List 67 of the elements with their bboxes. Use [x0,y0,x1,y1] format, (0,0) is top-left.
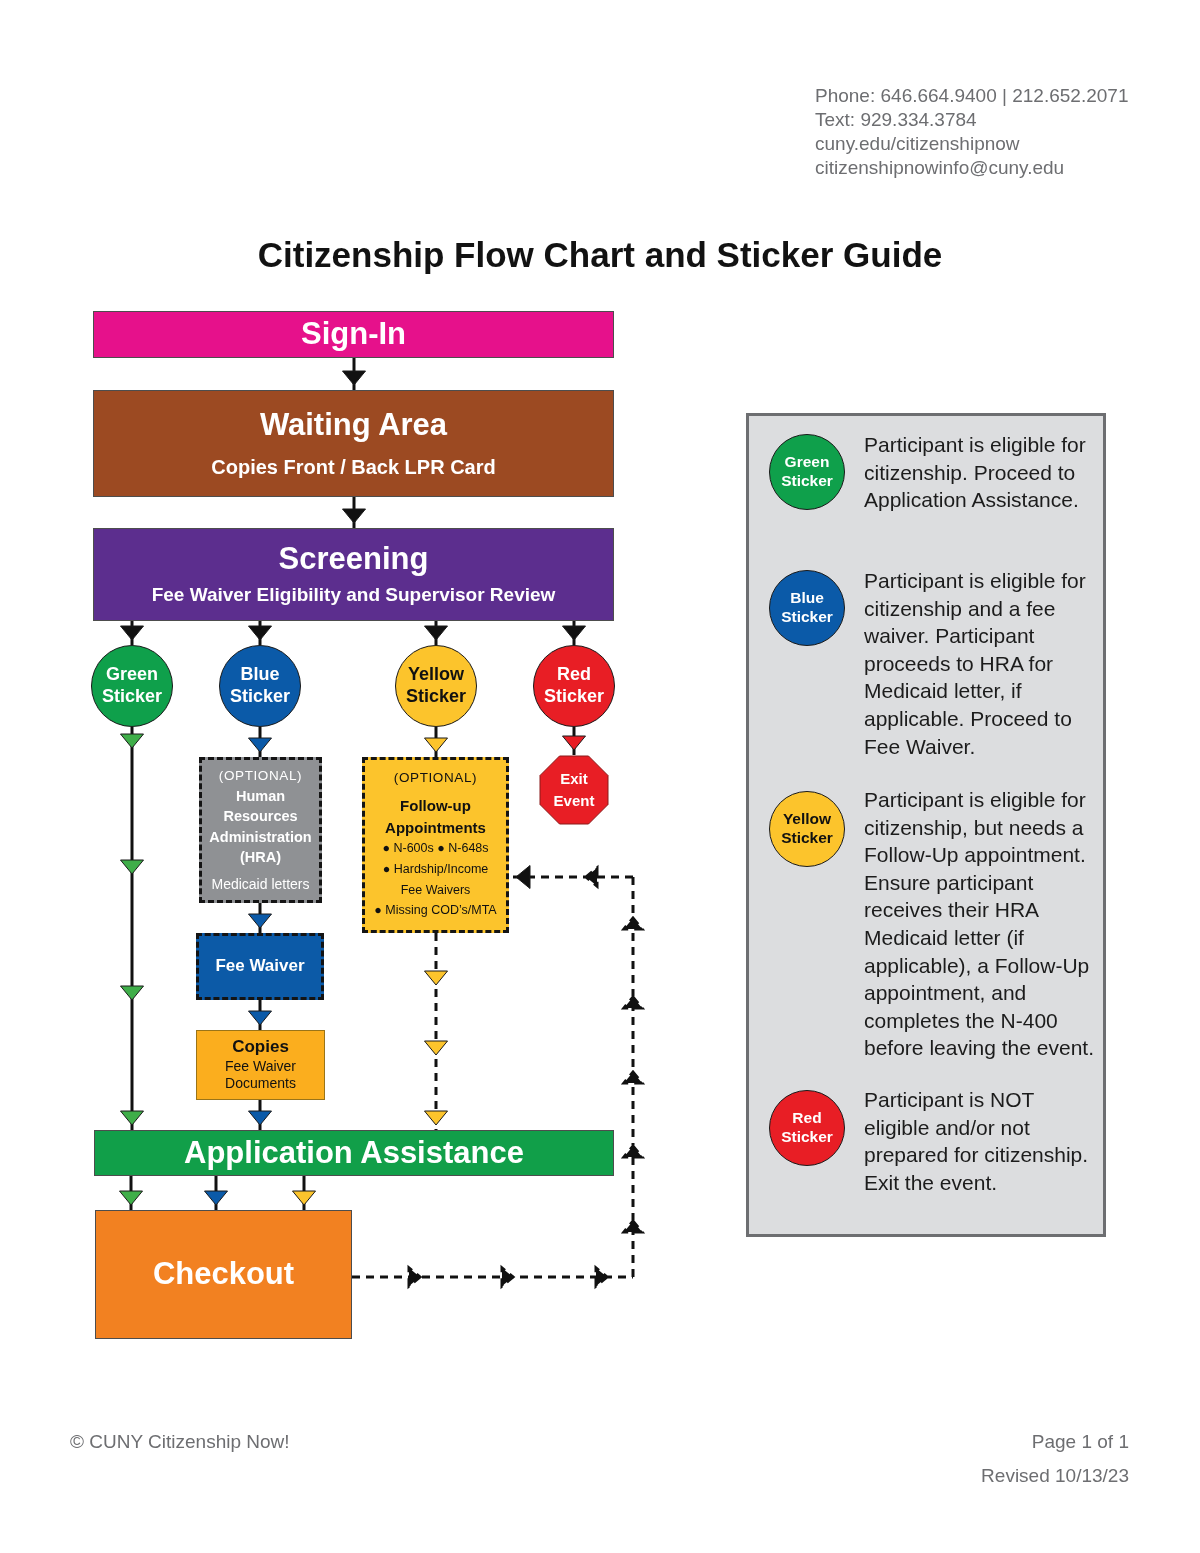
stop-octagon [539,755,609,825]
dashed-arrow [350,864,646,1290]
step-heading: Follow-up Appointments [384,795,487,838]
arrow [248,1000,272,1030]
sticker-label: Red Sticker [542,664,605,708]
contact-line: cuny.edu/citizenshipnow [815,132,1020,156]
step-banner [93,311,614,358]
sticker-label: Blue Sticker [780,589,834,627]
step-title: Screening [278,542,429,577]
footer-note: Page 1 of 1 [1031,1430,1129,1454]
step-title: Checkout [152,1257,295,1292]
optional-step-box [199,757,322,903]
sticker-label: Yellow Sticker [404,664,467,708]
arrow [120,727,144,1130]
step-heading: Fee Waiver [215,956,305,977]
step-banner [94,1130,614,1176]
optional-tag: (OPTIONAL) [393,769,478,787]
arrow [120,621,144,645]
sticker-label: Yellow Sticker [780,810,834,848]
step-banner [93,528,614,621]
sticker-label: Blue Sticker [228,664,291,708]
arrow [248,1100,272,1130]
arrow [424,621,448,645]
arrow [292,1176,316,1210]
contact-line: Phone: 646.664.9400 | 212.652.2071 [815,84,1129,108]
step-note: Medicaid letters [211,875,310,894]
arrow [562,621,586,645]
optional-step-box [362,757,509,933]
contact-line: Text: 929.334.3784 [815,108,977,132]
process-box [196,933,324,1000]
legend-description: Participant is NOT eligible and/or not prepared for citizenship. Exit the event. [864,1087,1090,1196]
step-subtitle: Copies Front / Back LPR Card [211,454,496,479]
step-banner [93,390,614,497]
arrow [248,621,272,645]
arrow [424,727,448,757]
copyright-note: © CUNY Citizenship Now! [70,1430,290,1454]
footer-note: Revised 10/13/23 [981,1464,1129,1488]
bullet-item: ● Hardship/Income Fee Waivers [381,860,490,899]
contact-line: citizenshipnowinfo@cuny.edu [815,156,1065,180]
step-title: Waiting Area [259,408,448,443]
arrow [248,903,272,933]
exit-label: Exit Event [552,768,596,811]
optional-tag: (OPTIONAL) [218,766,303,785]
step-note: Fee Waiver Documents [223,1057,298,1093]
sticker-label: Green Sticker [100,664,163,708]
step-title: Application Assistance [184,1135,524,1171]
process-box [196,1030,325,1100]
legend-description: Participant is eligible for citizenship and a fee waiver. Participant proceeds to HRA for Medicaid letter, if applicable. Proceed to Fee Waiver. [864,568,1087,760]
arrow [342,497,366,528]
page-title: Citizenship Flow Chart and Sticker Guide [257,234,943,276]
step-title: Sign-In [300,317,406,352]
bullet-item: ● Missing COD’s/MTA [374,902,497,920]
legend-description: Participant is eligible for citizenship. Proceed to Application Assistance. [864,432,1087,514]
step-heading: Human Resources Administration (HRA) [208,787,313,867]
bullet-item: ● N-600s ● N-648s [382,840,489,858]
arrow [248,727,272,757]
arrow [562,727,586,755]
process-box [95,1210,352,1339]
arrow [342,358,366,390]
arrow [204,1176,228,1210]
sticker-label: Green Sticker [780,453,834,491]
sticker-label: Red Sticker [780,1109,834,1147]
legend-description: Participant is eligible for citizenship, but needs a Follow-Up appointment. Ensure participant receives their HRA Medicaid letter (if applicable), a Follow-Up appointment, and completes the N-400 before leaving the event. [864,787,1095,1062]
step-heading: Copies [232,1037,289,1058]
legend-panel [746,413,1106,1237]
arrow [119,1176,143,1210]
step-subtitle: Fee Waiver Eligibility and Supervisor Review [151,584,556,607]
